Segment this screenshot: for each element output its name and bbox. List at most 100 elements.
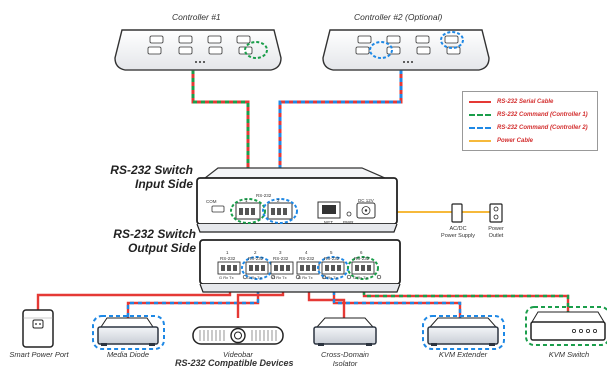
power-outlet-label-line2: Outlet: [488, 233, 504, 239]
legend-item-serial-cable: RS-232 Serial Cable: [469, 97, 553, 107]
output-port-number-3: 3: [279, 250, 282, 255]
legend: RS-232 Serial Cable RS-232 Command (Cont…: [462, 91, 598, 151]
legend-item-power-cable: Power Cable: [469, 136, 533, 146]
device-label-kvm-extender: KVM Extender: [438, 350, 488, 359]
input-side-title-line2: Input Side: [135, 177, 193, 191]
controller-1-buttons: [147, 35, 253, 55]
power-supply-label-line1: AC/DC: [449, 226, 467, 232]
dc-label: DC 12V: [358, 198, 374, 203]
device-videobar: [192, 326, 284, 345]
output-port-pins-label-3: G Rx Tx: [272, 275, 287, 280]
output-port-1-pin: [233, 265, 237, 271]
output-port-3-pin: [280, 265, 284, 271]
output-port-label-6: RS-232: [354, 256, 370, 261]
legend-label-power: Power Cable: [497, 138, 534, 144]
output-port-5-pin: [337, 265, 341, 271]
controller-1: [114, 29, 282, 71]
power-supply-label: AC/DC Power Supply: [438, 226, 478, 240]
input-side-title: RS-232 Switch Input Side: [83, 163, 193, 191]
output-port-number-4: 4: [305, 250, 308, 255]
power-led: [346, 211, 352, 217]
footer-title: RS-232 Compatible Devices: [175, 358, 294, 368]
output-port-4-pin: [312, 265, 316, 271]
output-port-4-pin: [300, 265, 304, 271]
output-side-title-line1: RS-232 Switch: [113, 227, 196, 241]
cable-controller1: [191, 70, 250, 207]
output-port-6-pin: [355, 265, 359, 271]
device-label-cross-domain-line2: Isolator: [332, 359, 358, 368]
output-port-6-highlight: [347, 256, 379, 280]
controller-2-highlight-a: [369, 41, 393, 59]
switch-input-unit: [196, 167, 398, 233]
output-port-1-pin: [221, 265, 225, 271]
controller-2-highlight-b: [440, 31, 464, 49]
output-port-2-pin: [255, 265, 259, 271]
switch-output-unit: [199, 239, 401, 293]
output-port-label-4: RS-232: [299, 256, 315, 261]
power-outlet: [489, 203, 503, 223]
legend-label-serial: RS-232 Serial Cable: [497, 99, 554, 105]
output-port-number-2: 2: [254, 250, 257, 255]
ac-dc-power-supply: [451, 203, 463, 223]
output-port-2-led: [270, 274, 276, 280]
output-port-6-pin: [361, 265, 365, 271]
output-port-5-pin: [325, 265, 329, 271]
controller-2: [322, 29, 490, 71]
device-smart-power-port: [22, 309, 54, 348]
output-port-3-led: [295, 274, 301, 280]
device-kvm-switch: [525, 306, 607, 346]
power-outlet-label-line1: Power: [488, 226, 504, 232]
device-label-kvm-switch: KVM Switch: [548, 350, 590, 359]
legend-item-controller-1: RS-232 Command (Controller 1): [469, 110, 588, 120]
output-port-pins-label-2: G Rx Tx: [247, 275, 262, 280]
output-port-6-led: [376, 274, 382, 280]
legend-label-controller-1: RS-232 Command (Controller 1): [497, 112, 588, 118]
device-label-media-diode: Media Diode: [106, 350, 150, 359]
output-port-1-pin: [227, 265, 231, 271]
input-side-title-line1: RS-232 Switch: [110, 163, 193, 177]
input-port-number-2: 2: [277, 198, 280, 203]
controller-1-led-dots: [195, 61, 205, 63]
input-port-1-highlight: [230, 198, 266, 224]
output-port-5-led: [346, 274, 352, 280]
output-side-title-line2: Output Side: [128, 241, 196, 255]
output-port-number-6: 6: [360, 250, 363, 255]
device-cross-domain-isolator: [313, 317, 377, 346]
output-port-6-pin: [367, 265, 371, 271]
output-port-2-pin: [249, 265, 253, 271]
output-side-title: RS-232 Switch Output Side: [86, 227, 196, 255]
output-port-label-1: RS-232: [220, 256, 236, 261]
device-label-cross-domain-isolator: Cross-Domain Isolator: [310, 350, 380, 368]
output-port-label-2: RS-232: [248, 256, 264, 261]
output-port-5-pin: [331, 265, 335, 271]
com-label: COM: [206, 199, 217, 204]
net-label: NET: [324, 220, 333, 225]
output-port-2-pin: [261, 265, 265, 271]
legend-item-controller-2: RS-232 Command (Controller 2): [469, 123, 588, 133]
output-port-number-1: 1: [226, 250, 229, 255]
output-port-pins-label-4: G Rx Tx: [298, 275, 313, 280]
controller-1-title: Controller #1: [172, 12, 221, 22]
input-port-2-highlight: [262, 198, 298, 224]
output-port-3-pin: [274, 265, 278, 271]
controller-2-title: Controller #2 (Optional): [354, 12, 443, 22]
output-port-number-5: 5: [330, 250, 333, 255]
device-label-smart-power-port: Smart Power Port: [9, 350, 69, 359]
legend-swatch-power: [469, 140, 491, 142]
output-port-label-5: RS-232: [324, 256, 340, 261]
controller-1-active-button-highlight: [244, 41, 268, 59]
output-port-label-3: RS-232: [273, 256, 289, 261]
power-supply-label-line2: Power Supply: [441, 233, 475, 239]
power-outlet-label: Power Outlet: [480, 226, 512, 240]
controller-2-buttons: [355, 35, 461, 55]
device-kvm-extender: [422, 315, 505, 350]
output-port-pins-label-6: G Rx Tx: [353, 275, 368, 280]
input-rs232-label: RS-232: [256, 193, 272, 198]
output-port-3-pin: [286, 265, 290, 271]
controller-2-led-dots: [403, 61, 413, 63]
pwr-label: PWR: [343, 220, 354, 225]
device-label-videobar: Videobar: [223, 350, 253, 359]
input-port-number-1: 1: [245, 198, 248, 203]
output-port-4-pin: [306, 265, 310, 271]
output-port-pins-label-5: G Rx Tx: [323, 275, 338, 280]
